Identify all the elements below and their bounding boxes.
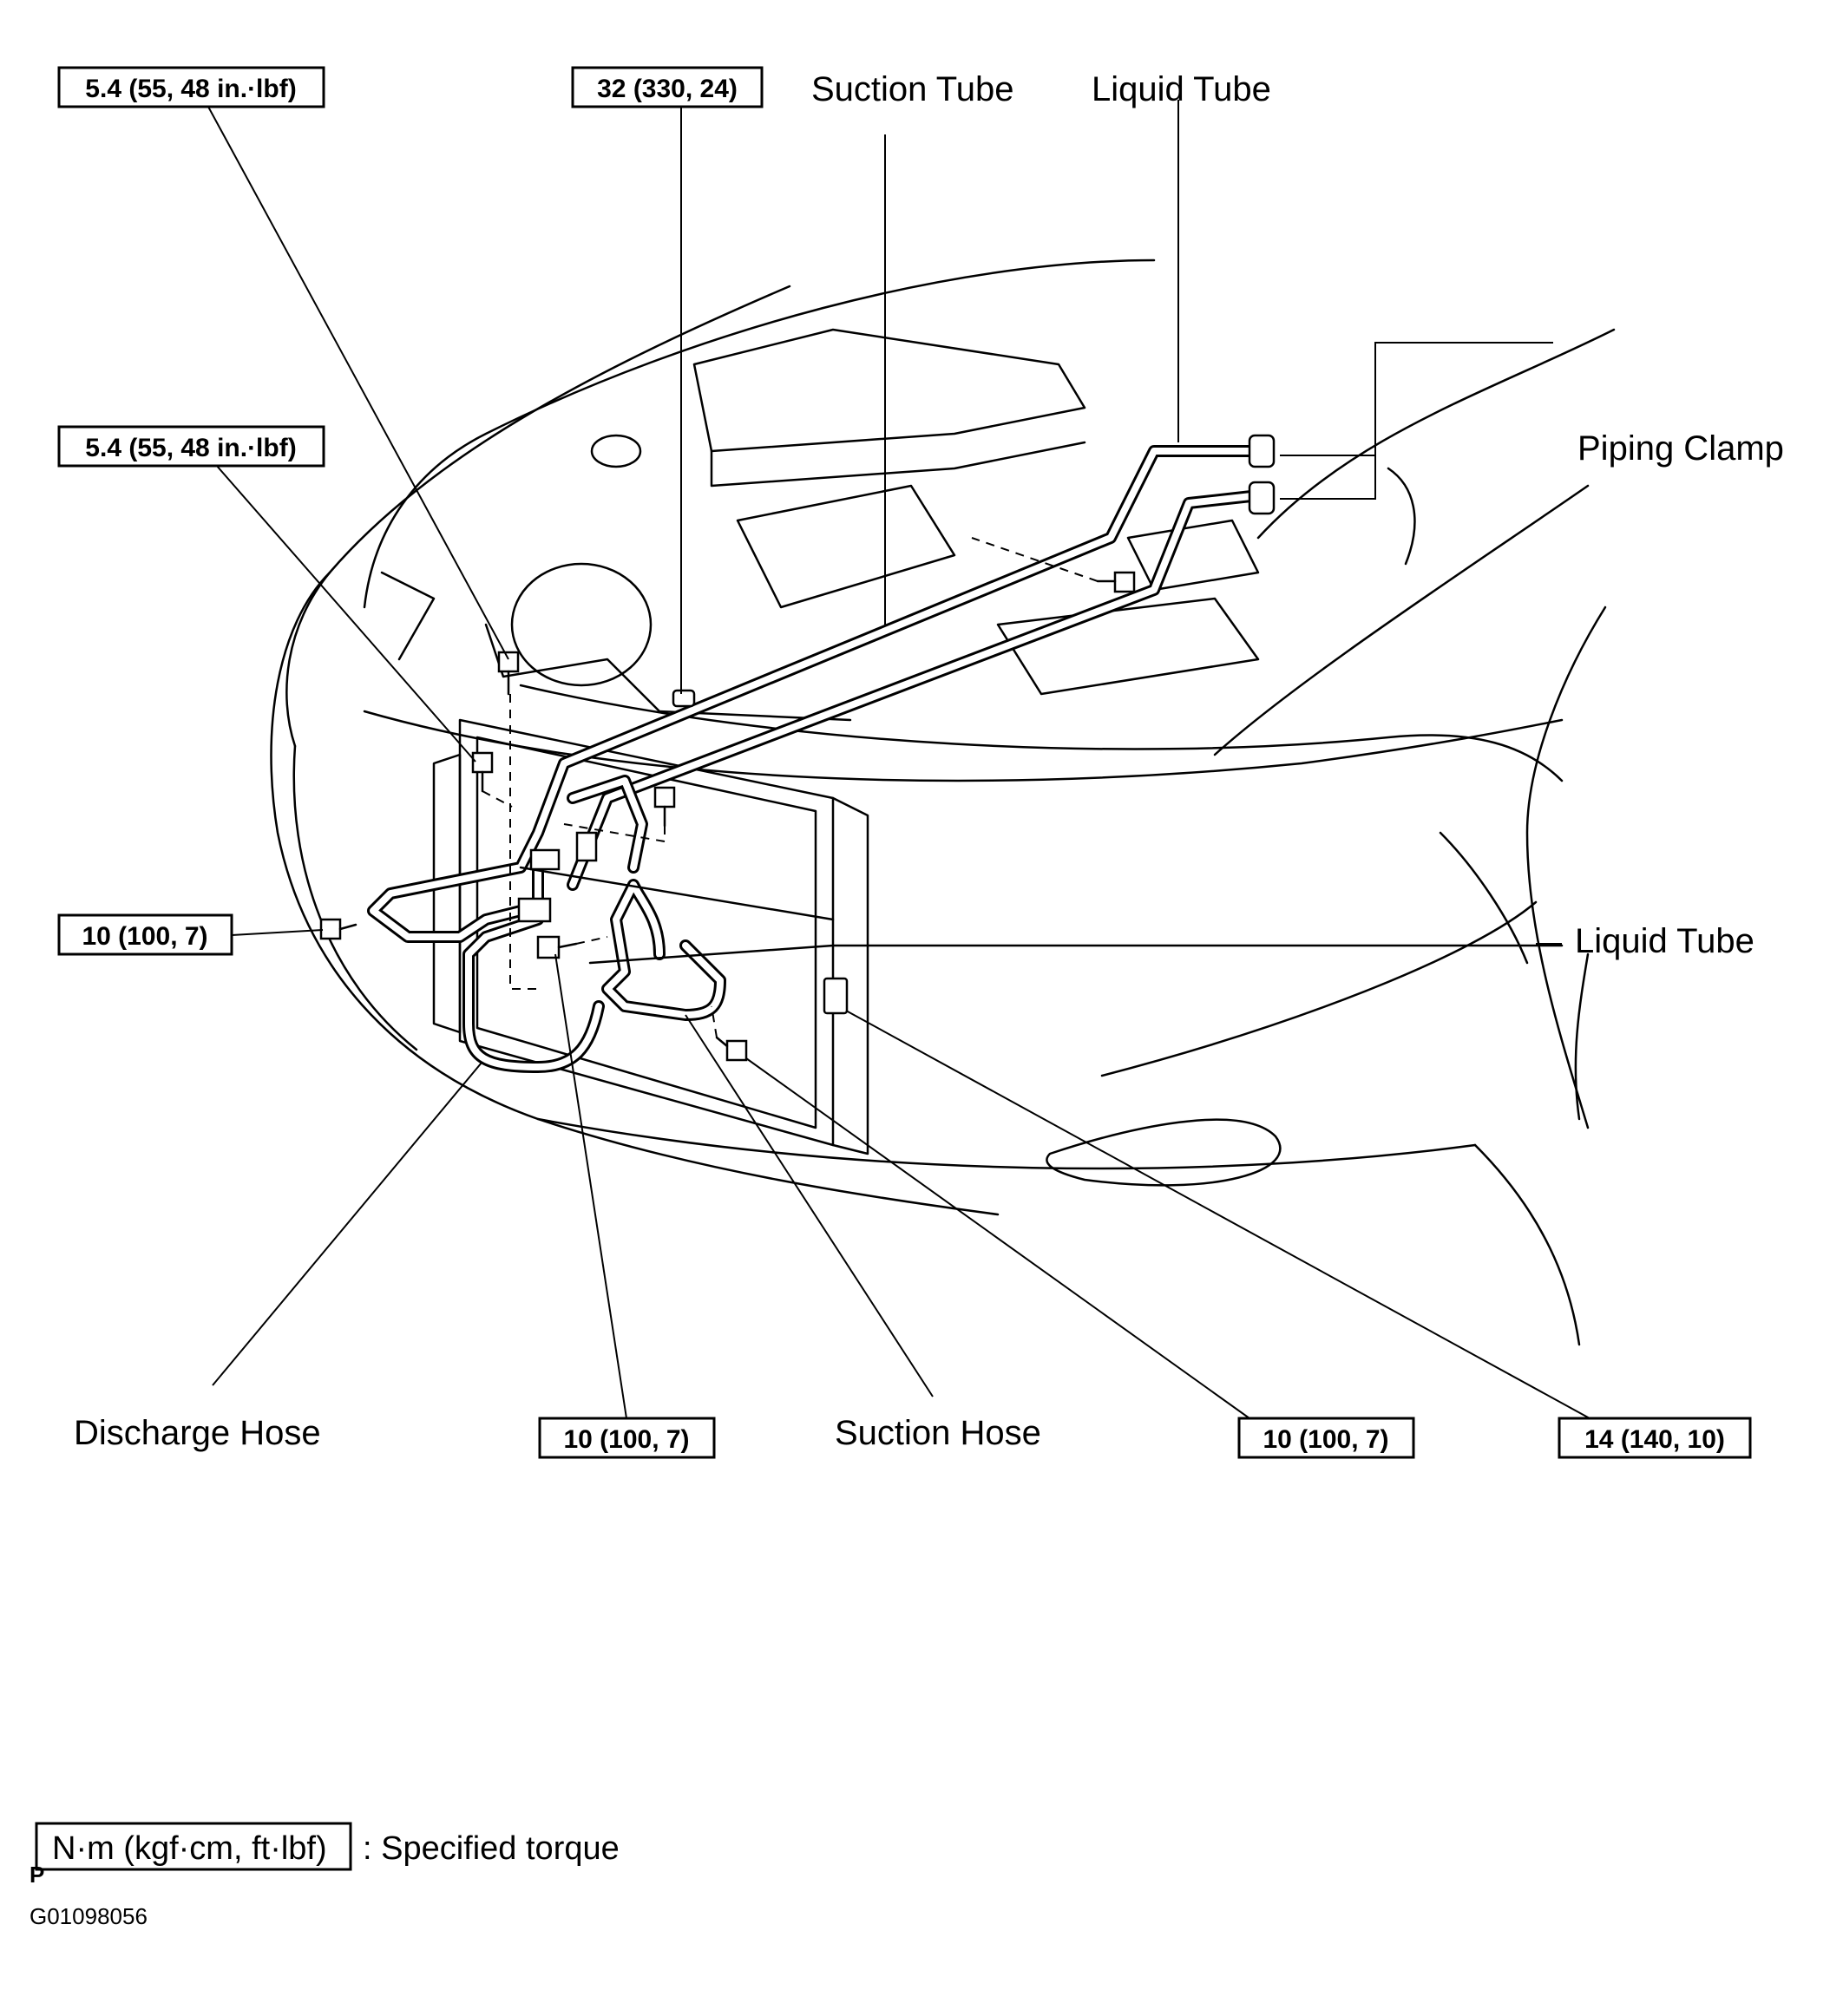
vehicle-body-outline [270,259,1616,1346]
torque-callout-bottom-right: 10 (100, 7) [1237,1417,1415,1459]
legend-marker: P [30,1862,44,1888]
torque-callout-top-center: 32 (330, 24) [571,66,764,108]
legend-unit-box-text: N·m (kgf·cm, ft·lbf) [52,1830,327,1867]
figure-id: G01098056 [30,1903,148,1929]
torque-callout-top-left: 5.4 (55, 48 in.·lbf) [57,66,325,108]
torque-top-center-text: 32 (330, 24) [597,75,738,103]
refrigerant-pipes [367,445,1564,1073]
torque-bottom-far-right-text: 14 (140, 10) [1584,1425,1725,1454]
piping-clamp-fittings [1248,434,1276,515]
label-suction-hose: Suction Hose [835,1414,1041,1452]
torque-bottom-center-text: 10 (100, 7) [563,1425,689,1454]
torque-legend: N·m (kgf·cm, ft·lbf) : Specified torque … [30,1822,620,1888]
torque-callout-mid-left: 5.4 (55, 48 in.·lbf) [57,425,325,468]
label-suction-tube: Suction Tube [811,70,1014,108]
torque-bottom-right-text: 10 (100, 7) [1263,1425,1388,1454]
installation-dash-lines [482,537,1099,1038]
torque-callout-bottom-far-right: 14 (140, 10) [1558,1417,1752,1459]
torque-callout-bottom-center: 10 (100, 7) [538,1417,716,1459]
label-liquid-tube-top: Liquid Tube [1092,70,1271,108]
torque-callout-left-bolt: 10 (100, 7) [57,913,233,956]
label-piping-clamp: Piping Clamp [1577,429,1784,468]
label-liquid-tube-right: Liquid Tube [1575,922,1754,960]
legend-description: : Specified torque [363,1830,620,1867]
torque-left-bolt-text: 10 (100, 7) [82,922,207,951]
leader-lines [203,100,1590,1419]
label-discharge-hose: Discharge Hose [74,1414,321,1452]
torque-mid-left-text: 5.4 (55, 48 in.·lbf) [85,434,296,462]
torque-top-left-text: 5.4 (55, 48 in.·lbf) [85,75,296,103]
